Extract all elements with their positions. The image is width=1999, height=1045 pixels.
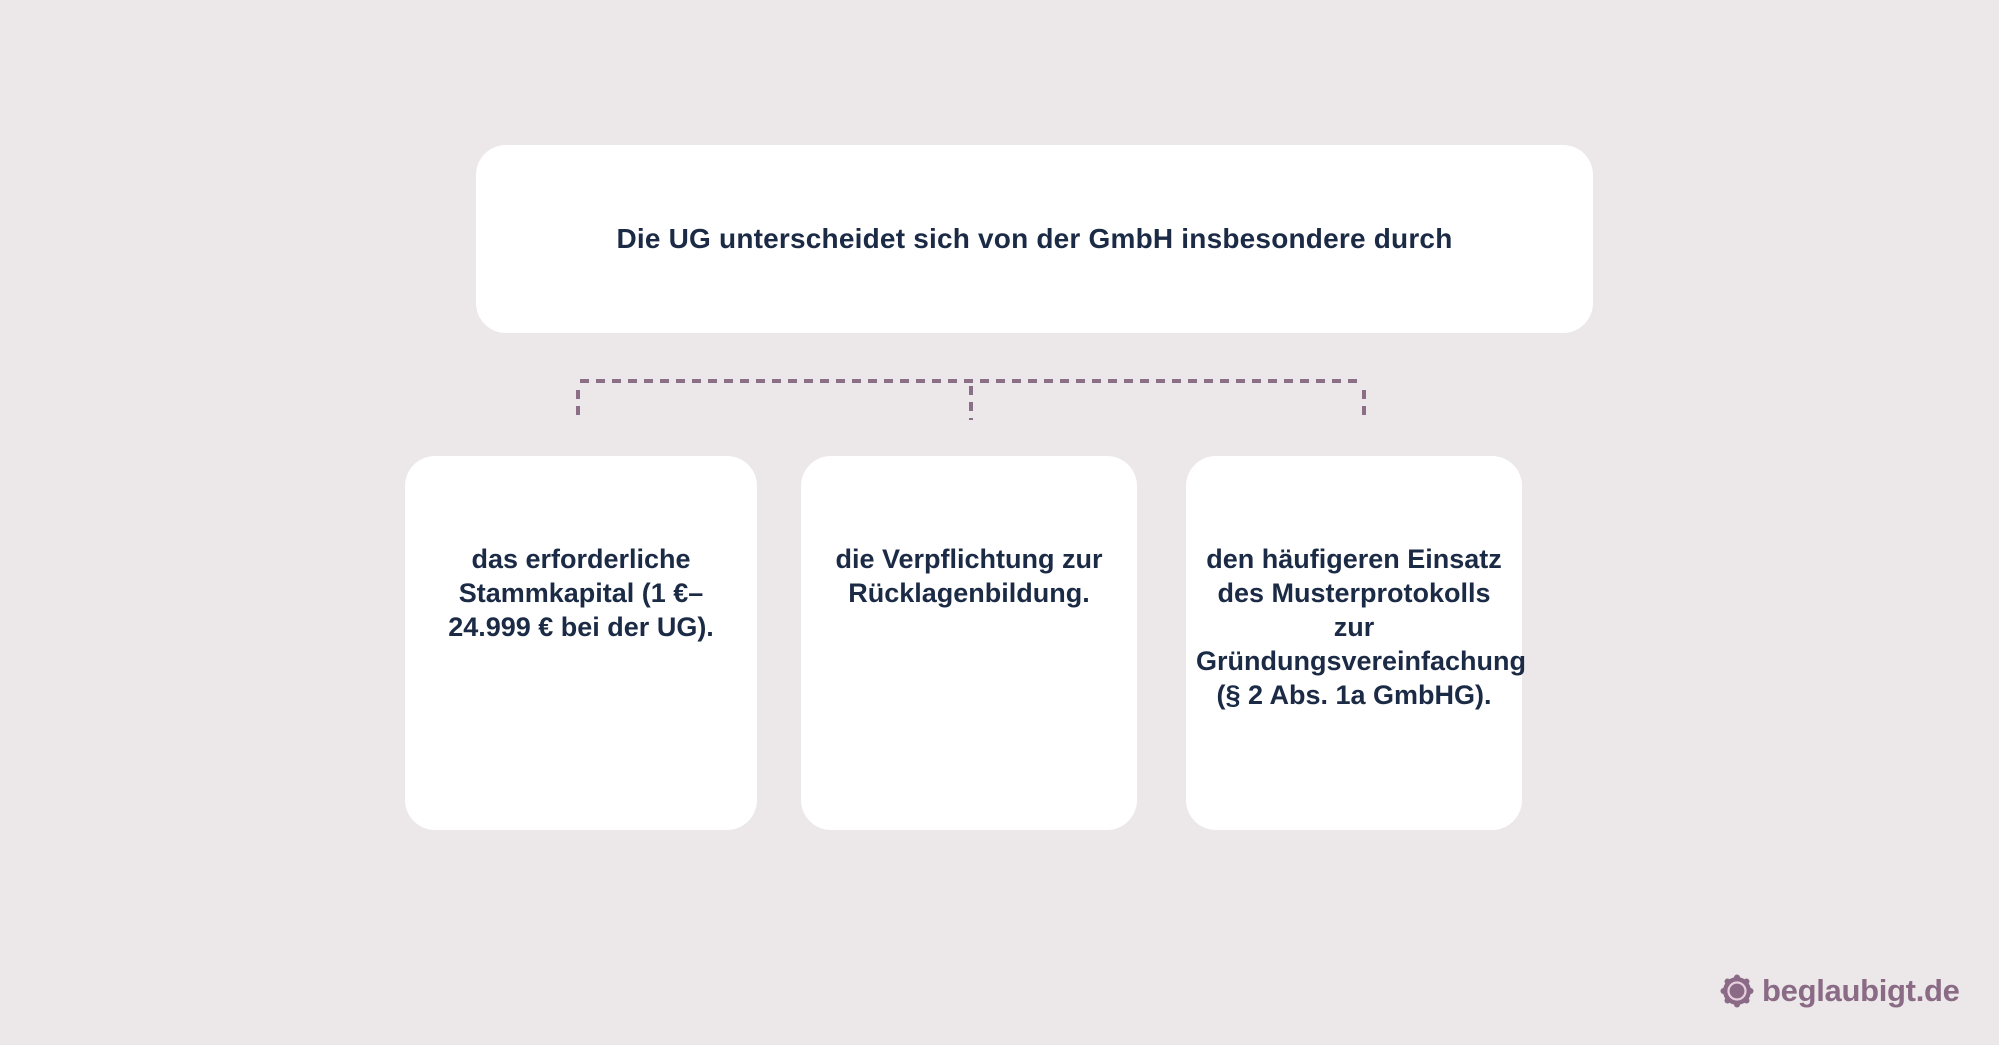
brand-name: beglaubigt.de <box>1762 973 1960 1008</box>
diagram-title-card: Die UG unterscheidet sich von der GmbH i… <box>476 145 1593 333</box>
card-text: das erforderliche Stammkapital (1 €– 24.… <box>448 544 714 642</box>
card-text: die Verpflichtung zur Rücklagenbildung. <box>835 544 1103 608</box>
seal-icon <box>1720 974 1754 1008</box>
card-text: den häufigeren Einsatz des Musterprotoko… <box>1196 544 1527 710</box>
brand-logo: beglaubigt.de <box>1720 973 1960 1009</box>
difference-card-stammkapital: das erforderliche Stammkapital (1 €– 24.… <box>405 456 757 830</box>
difference-card-musterprotokoll: den häufigeren Einsatz des Musterprotoko… <box>1186 456 1526 830</box>
diagram-title: Die UG unterscheidet sich von der GmbH i… <box>616 223 1453 254</box>
difference-card-ruecklagen: die Verpflichtung zur Rücklagenbildung. <box>801 456 1137 830</box>
